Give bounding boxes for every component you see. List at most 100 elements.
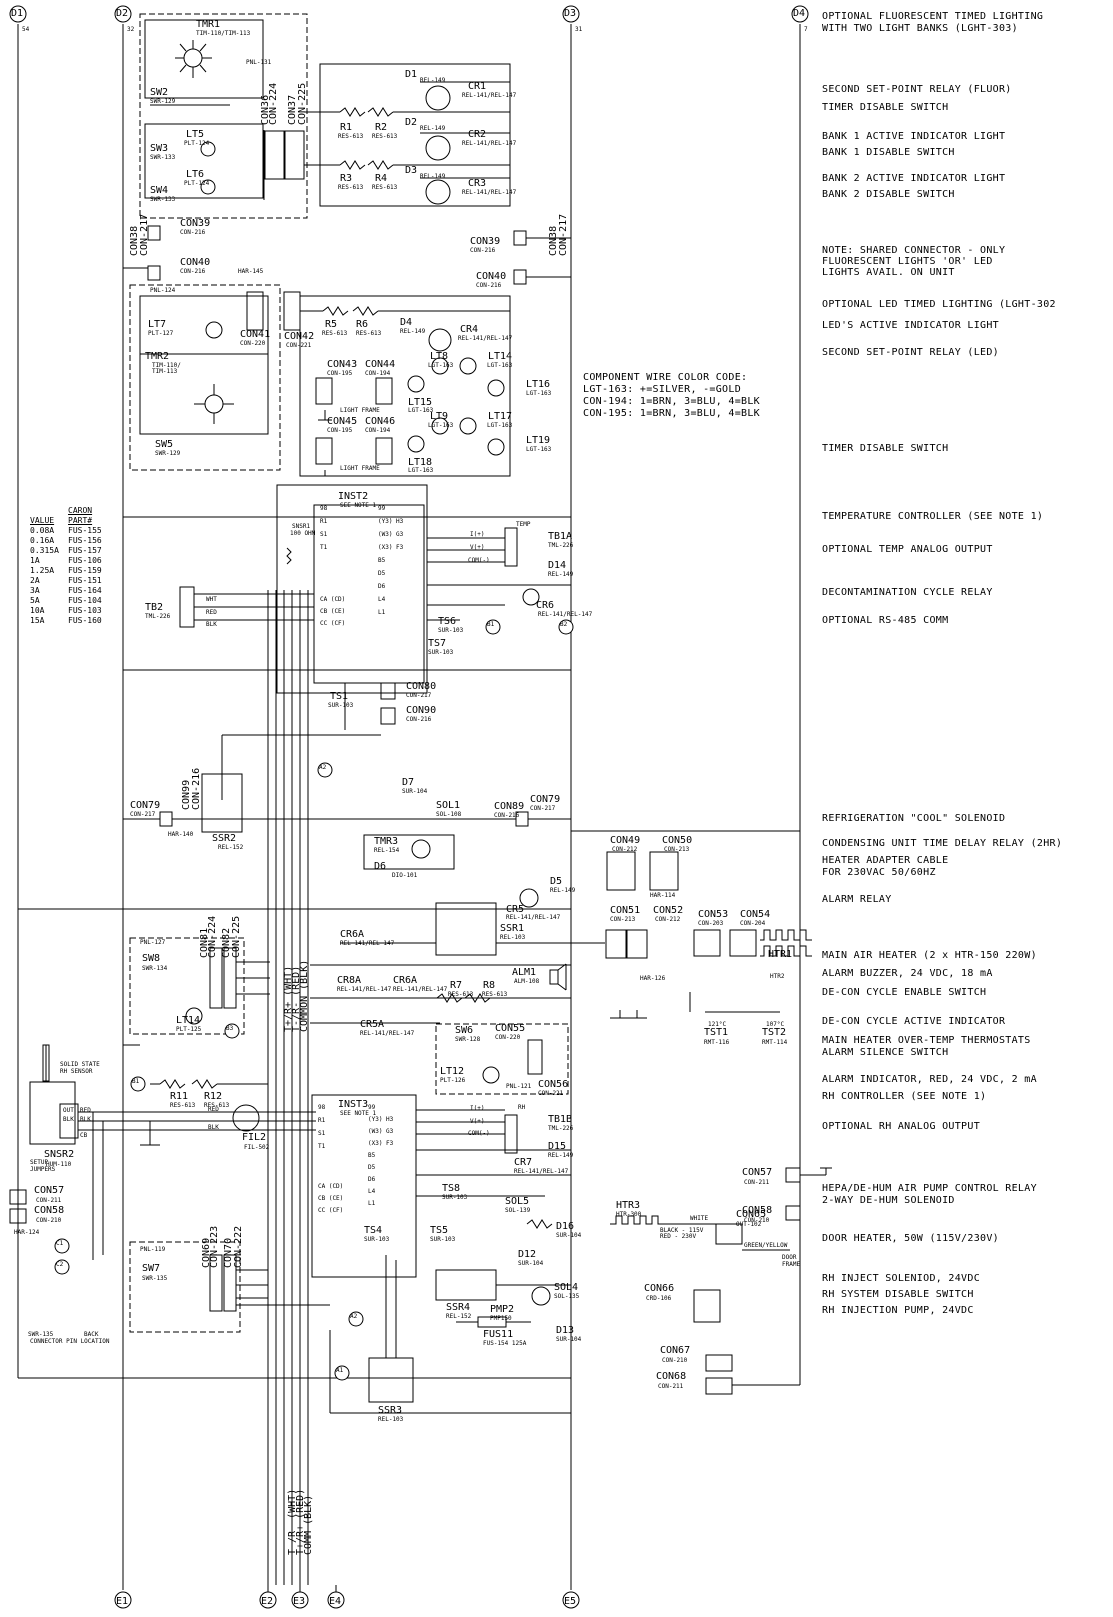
label-r6: R6 xyxy=(356,319,369,330)
label-ssr2: SSR2 xyxy=(212,833,237,844)
label-con99-p: CON-216 xyxy=(191,767,202,810)
label-d16-p: SUR-104 xyxy=(556,1232,582,1239)
label-con67: CON67 xyxy=(660,1345,691,1356)
label-cr6: CR6 xyxy=(536,600,555,611)
label-con58-p: CON-210 xyxy=(36,1217,62,1224)
label-tst1: TST1 xyxy=(704,1027,729,1038)
label-b1: B1 xyxy=(487,621,495,628)
bus-e5-label: E5 xyxy=(564,1596,577,1607)
fuse-header-part-2: PART# xyxy=(68,516,93,525)
wire-code-con195: CON-195: 1=BRN, 3=BLU, 4=BLK xyxy=(583,408,760,419)
inst-pin-label: L4 xyxy=(378,596,386,603)
label-vplus: V(+) xyxy=(470,544,485,551)
label-a2: A2 xyxy=(319,764,327,771)
desc-note-3: LIGHTS AVAIL. ON UNIT xyxy=(822,267,955,278)
label-con41-p: CON-220 xyxy=(240,340,266,347)
desc-temp-analog: OPTIONAL TEMP ANALOG OUTPUT xyxy=(822,544,993,555)
label-ts5-p: SUR-103 xyxy=(430,1236,456,1243)
label-snsr1: SNSR1 xyxy=(292,523,311,530)
label-cr4: CR4 xyxy=(460,324,479,335)
label-d16: D16 xyxy=(556,1221,575,1232)
label-ssr4-p: REL-152 xyxy=(446,1313,472,1320)
bus-d4-num: 7 xyxy=(804,26,808,33)
label-c1: C1 xyxy=(56,1240,64,1247)
label-cr7-p: REL-141/REL-147 xyxy=(514,1168,569,1175)
inst-pin-label: 98 xyxy=(318,1104,326,1111)
label-lt7-p: PLT-127 xyxy=(148,330,174,337)
label-con79-p: CON-217 xyxy=(130,811,156,818)
label-frame: FRAME xyxy=(782,1261,801,1268)
wire-code-lgt163: LGT-163: +=SILVER, -=GOLD xyxy=(583,384,742,395)
desc-cool-solenoid: REFRIGERATION "COOL" SOLENOID xyxy=(822,813,1006,824)
desc-note-1: NOTE: SHARED CONNECTOR - ONLY xyxy=(822,245,1006,256)
label-con38-p: CON-217 xyxy=(558,213,569,256)
inst-pin-label: 99 xyxy=(368,1104,376,1111)
label-htr1: HTR1 xyxy=(768,949,793,960)
label-tb2-p: TML-226 xyxy=(145,613,171,620)
label-con57-p: CON-211 xyxy=(744,1179,770,1186)
reference-marker xyxy=(558,619,574,635)
label-htr2: HTR2 xyxy=(770,973,785,980)
fuse-value: 5A xyxy=(30,596,40,605)
inst-pin-label: CC (CF) xyxy=(320,620,346,627)
terminal-circle xyxy=(327,1591,345,1609)
desc-decon-relay: DECONTAMINATION CYCLE RELAY xyxy=(822,587,993,598)
terminal-circle xyxy=(9,5,27,23)
inst-pin-label: B5 xyxy=(368,1152,376,1159)
bus-e1-label: E1 xyxy=(116,1596,129,1607)
label-tmr2: TMR2 xyxy=(145,351,170,362)
label-d15-p: REL-149 xyxy=(548,1152,574,1159)
label-con65: CON65 xyxy=(736,1209,767,1220)
label-r8-p: RES-613 xyxy=(482,991,508,998)
label-con44: CON44 xyxy=(365,359,396,370)
label-r5-p: RES-613 xyxy=(322,330,348,337)
desc-led-indicator: LED'S ACTIVE INDICATOR LIGHT xyxy=(822,320,999,331)
label-cr8a: CR8A xyxy=(337,975,362,986)
label-con45-p: CON-195 xyxy=(327,427,353,434)
label-red: RED xyxy=(206,609,217,616)
label-sw3: SW3 xyxy=(150,143,169,154)
label-con40: CON40 xyxy=(476,271,507,282)
desc-led-timer-disable: TIMER DISABLE SWITCH xyxy=(822,443,949,454)
label-sw8: SW8 xyxy=(142,953,161,964)
desc-hepa-relay: HEPA/DE-HUM AIR PUMP CONTROL RELAY xyxy=(822,1183,1037,1194)
label-ts4-p: SUR-103 xyxy=(364,1236,390,1243)
label-pnl131: PNL-131 xyxy=(246,59,272,66)
label-inst2: INST2 xyxy=(338,491,369,502)
label-tst1-p: RMT-116 xyxy=(704,1039,730,1046)
label-con53-p: CON-203 xyxy=(698,920,724,927)
label-cr3-p: REL-141/REL-147 xyxy=(462,189,517,196)
bus-d3-num: 31 xyxy=(575,26,583,33)
bus-e3-label: E3 xyxy=(293,1596,306,1607)
label-d12: D12 xyxy=(518,1249,537,1260)
bus-d2-label: D2 xyxy=(116,8,129,19)
label-ts1-p: SUR-103 xyxy=(328,702,354,709)
label-pmp2-p: PMP150 xyxy=(490,1315,512,1322)
inst-pin-label: R1 xyxy=(318,1117,326,1124)
desc-decon-active: DE-CON CYCLE ACTIVE INDICATOR xyxy=(822,1016,1006,1027)
inst-pin-label: B5 xyxy=(378,557,386,564)
fuse-part: FUS-159 xyxy=(68,566,102,575)
label-cr5: CR5 xyxy=(506,904,525,915)
label-con50-p: CON-213 xyxy=(664,846,690,853)
label-blk: BLK xyxy=(208,1124,219,1131)
label-alm1-p: ALM-108 xyxy=(514,978,540,985)
label-green-yellow: GREEN/YELLOW xyxy=(744,1242,788,1249)
label-con46: CON46 xyxy=(365,416,396,427)
label-ts8-p: SUR-103 xyxy=(442,1194,468,1201)
label-red-230: RED - 230V xyxy=(660,1233,697,1240)
label-ts6-p: SUR-103 xyxy=(438,627,464,634)
label-r2: R2 xyxy=(375,122,388,133)
desc-decon-enable: DE-CON CYCLE ENABLE SWITCH xyxy=(822,987,987,998)
label-cr5a: CR5A xyxy=(360,1019,385,1030)
label-vplus: V(+) xyxy=(470,1118,485,1125)
label-con38-p: CON-217 xyxy=(139,213,150,256)
label-con50: CON50 xyxy=(662,835,693,846)
desc-heater-adapter-1: HEATER ADAPTER CABLE xyxy=(822,855,949,866)
label-lt12: LT12 xyxy=(440,1066,465,1077)
label-d7-p: SUR-104 xyxy=(402,788,428,795)
label-lt12-p: PLT-126 xyxy=(440,1077,466,1084)
inst-pin-label: R1 xyxy=(320,518,328,525)
